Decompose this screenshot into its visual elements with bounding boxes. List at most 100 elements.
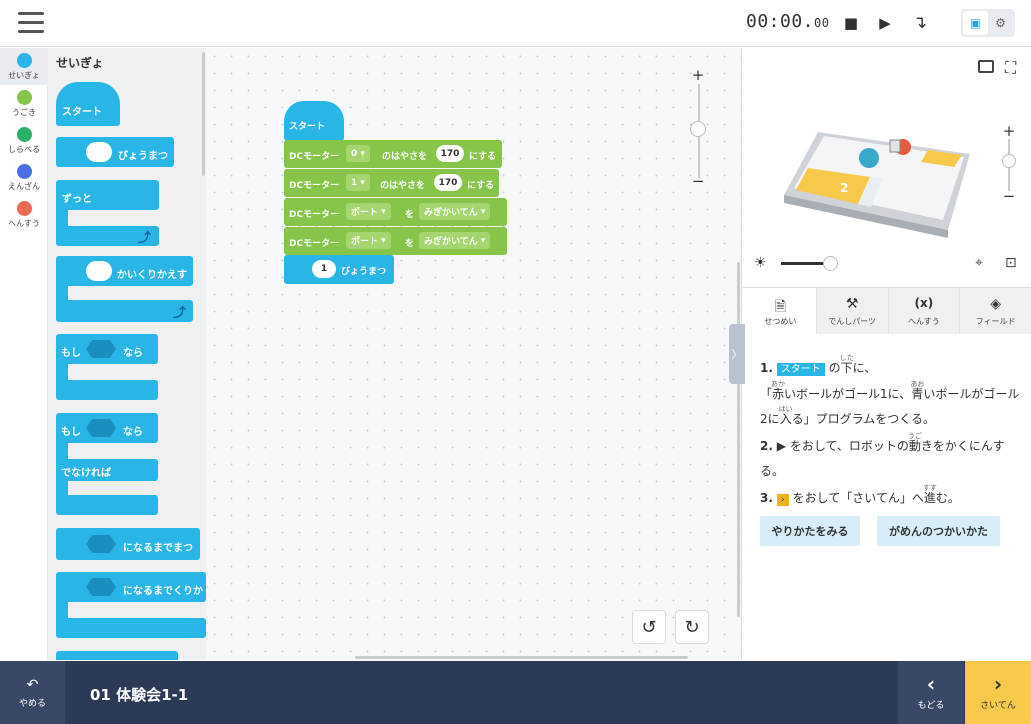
timer-display: 00:00.00 [746,11,829,32]
value-slot[interactable] [86,142,112,162]
ruby-base: 入 [778,412,793,426]
block-label: を [405,210,415,220]
category-label: せいぎょ [8,70,40,80]
palette-next-block[interactable] [56,651,178,660]
block-label: にする [467,181,495,191]
condition-slot[interactable] [86,340,116,358]
category-label: へんすう [8,218,40,228]
menu-icon[interactable] [18,12,44,34]
lesson-title: 01 体験会1-1 [90,686,189,704]
redo-button[interactable]: ↻ [675,610,709,644]
category-motion[interactable]: うごき [0,85,48,122]
next-step-icon: › [776,494,789,506]
port-dropdown[interactable]: ポート ▾ [346,232,391,249]
speed-value[interactable]: 170 [434,174,462,191]
motor-speed-block-1[interactable]: DCモーター 0 ▾ のはやさを 170 にする [284,140,502,168]
condition-slot[interactable] [86,419,116,437]
block-label: びょうまつ [341,267,387,277]
direction-dropdown[interactable]: みぎかいてん ▾ [419,203,491,220]
block-label: を [405,239,415,249]
category-operators[interactable]: えんざん [0,159,48,196]
condition-slot[interactable] [86,535,116,553]
fullscreen-icon[interactable]: ⛶ [1005,58,1017,77]
ruby-base: 進 [922,491,937,505]
panel-collapse-handle[interactable]: 〉 [729,324,745,384]
play-button[interactable]: ▶ [872,10,898,36]
palette-start-block[interactable]: スタート [56,82,120,126]
blue-ball [859,148,879,168]
palette-repeat-block[interactable]: かいくりかえす [56,256,193,286]
field-3d-view: 2 [784,132,970,238]
seconds-value[interactable]: 1 [312,260,336,278]
robot-view-icon[interactable]: ⚙ [995,16,1006,30]
step-number: 3. [760,491,773,505]
tab-variables[interactable]: (x)へんすう [889,288,961,334]
condition-slot[interactable] [86,578,116,596]
howto-button[interactable]: やりかたをみる [760,516,860,546]
palette-if-block[interactable]: もし なら [56,334,158,364]
simulator-view-icon[interactable]: ▣ [963,11,988,35]
motor-direction-block-2[interactable]: DCモーター ポート ▾ を みぎかいてん ▾ [284,227,507,255]
palette-if-else-block[interactable]: もし なら [56,413,158,443]
program-start-block[interactable]: スタート [284,101,344,141]
speed-value[interactable]: 170 [436,145,464,162]
undo-button[interactable]: ↺ [632,610,666,644]
tab-label: でんしパーツ [828,316,877,326]
block-label: なら [123,348,143,359]
palette-forever-block[interactable]: ずっと [56,180,159,210]
motor-speed-block-2[interactable]: DCモーター 1 ▾ のはやさを 170 にする [284,169,499,197]
tab-field[interactable]: ◈フィールド [960,288,1031,334]
program-wait-block[interactable]: 1 びょうまつ [284,255,394,284]
direction-dropdown[interactable]: みぎかいてん ▾ [419,232,491,249]
category-dot [16,52,32,68]
palette-repeat-until-block[interactable]: になるまでくりか [56,572,206,602]
category-sensing[interactable]: しらべる [0,122,48,159]
camera-reset-icon[interactable]: ⊡ [1005,255,1017,271]
value-slot[interactable] [86,261,112,281]
palette-wait-until-block[interactable]: になるまでまつ [56,528,200,560]
block-arm [56,362,68,382]
ruby-annotation: うご [907,432,922,440]
brightness-track[interactable] [781,262,831,265]
motor-direction-block-1[interactable]: DCモーター ポート ▾ を みぎかいてん ▾ [284,198,507,226]
dropdown-value: ポート [351,237,379,247]
category-variables[interactable]: へんすう [0,196,48,233]
port-dropdown[interactable]: ポート ▾ [346,203,391,220]
workspace-vscrollbar[interactable] [737,262,740,617]
view-toggle[interactable]: ▣ ⚙ [961,9,1015,37]
stage-zoom-out[interactable]: − [1001,187,1017,205]
tab-electronic-parts[interactable]: ⚒でんしパーツ [817,288,889,334]
category-dot [16,89,32,105]
port-dropdown[interactable]: 1 ▾ [346,174,370,191]
stage-zoom-thumb[interactable] [1002,154,1016,168]
workspace-zoom-in[interactable]: + [690,66,706,84]
workspace-hscrollbar[interactable] [355,656,688,659]
palette-scrollbar[interactable] [202,52,205,176]
back-button[interactable]: ‹もどる [898,661,964,724]
quit-button[interactable]: ↶やめる [0,661,65,724]
ruby-text: 青あお [910,380,924,401]
camera-focus-icon[interactable]: ⌖ [975,255,983,271]
palette-wait-block[interactable]: びょうまつ [56,137,174,167]
brightness-thumb[interactable] [823,256,838,271]
dropdown-value: みぎかいてん [424,237,478,247]
instruction-step-1: 1. スタート の下したに、 「赤あかいボールがゴール1に、青あおいボールがゴー… [760,354,1022,432]
workspace-zoom-out[interactable]: − [690,172,706,190]
window-mode-icon[interactable] [978,60,994,73]
dropdown-value: 0 [351,148,358,159]
block-label: かいくりかえす [117,270,187,281]
stop-button[interactable]: ■ [838,10,864,36]
tab-description[interactable]: 🗎せつめい [745,288,817,334]
port-dropdown[interactable]: 0 ▾ [346,145,370,162]
ruby-base: 赤 [771,387,786,401]
instruction-text: きをかくにんする。 [760,439,1005,478]
screen-guide-button[interactable]: がめんのつかいかた [877,516,1000,546]
button-label: さいてん [980,701,1016,711]
score-button[interactable]: ›さいてん [965,661,1031,724]
workspace-zoom-thumb[interactable] [690,121,706,137]
instructions: 1. スタート の下したに、 「赤あかいボールがゴール1に、青あおいボールがゴー… [760,354,1022,511]
category-control[interactable]: せいぎょ [0,48,48,85]
step-button[interactable]: ↴ [907,10,933,36]
stage-zoom-in[interactable]: + [1001,122,1017,140]
return-icon: ↶ [26,676,39,693]
